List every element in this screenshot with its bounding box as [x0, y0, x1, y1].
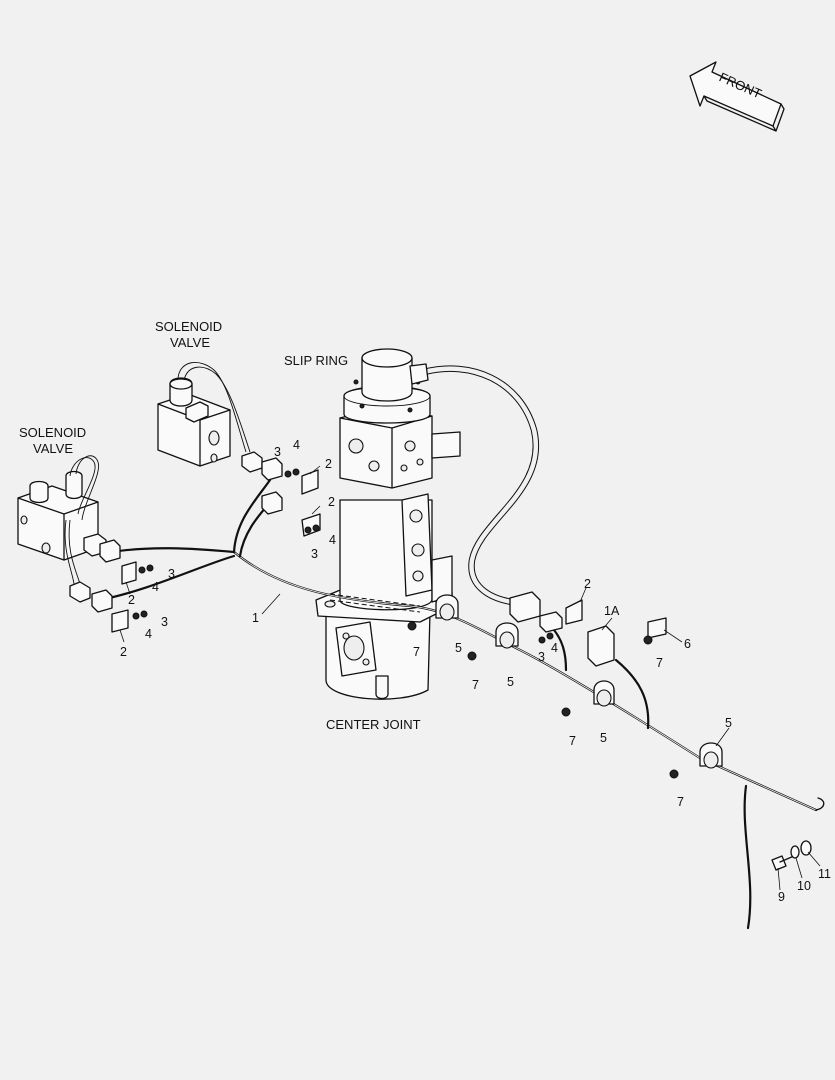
- fasteners: [132, 468, 812, 871]
- labels: SOLENOID VALVE SOLENOID VALVE SLIP RING …: [19, 319, 421, 732]
- wire-harness: [91, 457, 825, 930]
- callout-10: 10: [797, 879, 811, 893]
- callout-5: 5: [455, 641, 462, 655]
- callout-6: 6: [684, 637, 691, 651]
- callout-1: 1: [252, 611, 259, 625]
- callout-5: 5: [600, 731, 607, 745]
- leader-lines: [119, 465, 821, 891]
- callout-4: 4: [293, 438, 300, 452]
- solenoid-valve-upper: [157, 362, 263, 473]
- solenoid-valve-left: [17, 455, 107, 603]
- callout-1a: 1A: [604, 604, 620, 618]
- sensor-hose: [420, 365, 540, 606]
- callout-5: 5: [725, 716, 732, 730]
- callout-2: 2: [325, 457, 332, 471]
- connector-upper-2: [261, 491, 283, 515]
- callout-3: 3: [274, 445, 281, 459]
- callout-4: 4: [551, 641, 558, 655]
- callout-7: 7: [677, 795, 684, 809]
- callout-2: 2: [328, 495, 335, 509]
- callout-4: 4: [145, 627, 152, 641]
- callout-7: 7: [413, 645, 420, 659]
- hose-connector: [509, 591, 541, 623]
- callout-2: 2: [128, 593, 135, 607]
- callout-3: 3: [538, 650, 545, 664]
- callout-3: 3: [161, 615, 168, 629]
- clamps: [435, 594, 723, 769]
- callout-11: 11: [818, 867, 831, 881]
- callout-5: 5: [507, 675, 514, 689]
- callout-7: 7: [656, 656, 663, 670]
- slip-ring-center-joint: [315, 348, 461, 700]
- center-joint-label: CENTER JOINT: [326, 717, 421, 732]
- connector-left-lower: [91, 589, 113, 613]
- connector-1a: [587, 625, 615, 667]
- front-arrow: FRONT: [689, 61, 785, 132]
- callout-4: 4: [152, 580, 159, 594]
- callout-7: 7: [472, 678, 479, 692]
- callout-2: 2: [584, 577, 591, 591]
- callout-4: 4: [329, 533, 336, 547]
- connector-upper-1: [261, 457, 283, 481]
- callout-3: 3: [168, 567, 175, 581]
- callout-7: 7: [569, 734, 576, 748]
- callouts: 1 1A 2 2 2 2 2 3 3 3 3 3 4 4 4 4 4 5 5 5…: [120, 438, 831, 904]
- callout-9: 9: [778, 890, 785, 904]
- slip-ring-label: SLIP RING: [284, 353, 348, 368]
- callout-3: 3: [311, 547, 318, 561]
- connector-left-upper: [99, 539, 121, 563]
- callout-2: 2: [120, 645, 127, 659]
- solenoid-valve-1-label-line1: SOLENOID: [155, 319, 222, 334]
- solenoid-valve-1-label-line2: VALVE: [170, 335, 210, 350]
- solenoid-valve-2-label-line1: SOLENOID: [19, 425, 86, 440]
- solenoid-valve-2-label-line2: VALVE: [33, 441, 73, 456]
